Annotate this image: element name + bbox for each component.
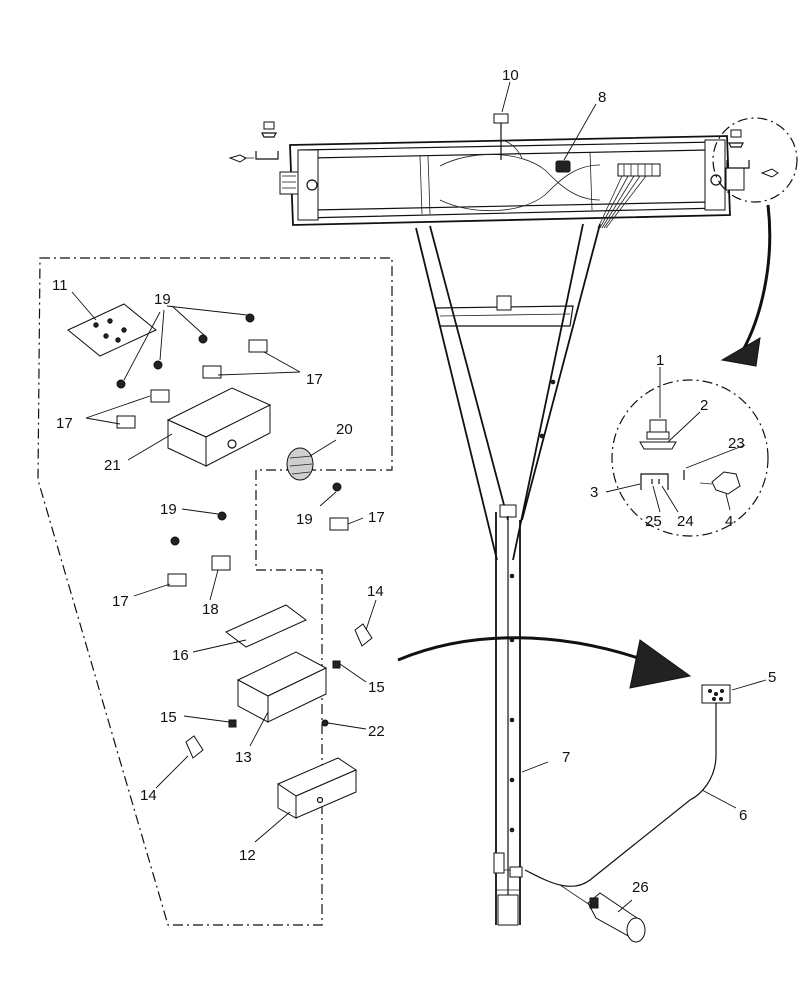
callout-16: 16 xyxy=(172,647,189,664)
callout-26: 26 xyxy=(632,879,649,896)
tongue-part-7 xyxy=(493,512,523,926)
leader-lines xyxy=(71,81,767,913)
callout-labels: 1 2 3 4 5 6 7 8 10 11 12 13 14 14 15 15 … xyxy=(52,67,776,896)
plate-part-16 xyxy=(225,604,307,648)
light-bar-frame xyxy=(279,135,745,226)
callout-14-left: 14 xyxy=(140,787,157,804)
wire-harness-part-6 xyxy=(524,703,717,887)
bracket-part-13 xyxy=(236,651,328,723)
right-end-detail xyxy=(712,117,798,203)
bracket-part-3 xyxy=(640,473,669,490)
callout-8: 8 xyxy=(598,89,606,106)
callout-4: 4 xyxy=(725,513,733,530)
clip-part-14 xyxy=(185,623,373,759)
terminal-strip xyxy=(597,163,661,229)
callout-17-left: 17 xyxy=(56,415,73,432)
gasket-part-2 xyxy=(639,441,677,450)
callout-10: 10 xyxy=(502,67,519,84)
a-frame-drawbar xyxy=(415,223,601,561)
lamp-base-part-1 xyxy=(646,419,670,440)
connector-part-8 xyxy=(555,160,571,173)
callout-13: 13 xyxy=(235,749,252,766)
callout-19-right: 19 xyxy=(296,511,313,528)
bracket-part-21 xyxy=(166,387,272,467)
lamp-part-20 xyxy=(286,447,314,481)
detail-circle xyxy=(611,379,769,537)
socket-part-18 xyxy=(211,555,231,571)
left-end-hardware xyxy=(228,121,279,163)
callout-15-left: 15 xyxy=(160,709,177,726)
junction-box-part-5 xyxy=(701,684,731,704)
bulb-part-4 xyxy=(699,471,741,495)
bracket-part-12 xyxy=(276,757,358,819)
callout-18: 18 xyxy=(202,601,219,618)
plug-part-26 xyxy=(559,884,646,943)
callout-20: 20 xyxy=(336,421,353,438)
callout-11: 11 xyxy=(52,277,68,294)
callout-21: 21 xyxy=(104,457,121,474)
callout-15-right: 15 xyxy=(368,679,385,696)
mount-part-10 xyxy=(493,113,523,160)
callout-24: 24 xyxy=(677,513,694,530)
callout-5: 5 xyxy=(768,669,776,686)
callout-23: 23 xyxy=(728,435,745,452)
callout-2: 2 xyxy=(700,397,708,414)
callout-19-middle: 19 xyxy=(160,501,177,518)
arrow-to-detail xyxy=(720,204,772,367)
callout-17-right: 17 xyxy=(368,509,385,526)
arrow-to-junction-box xyxy=(397,636,692,689)
socket-part-17 xyxy=(116,339,349,587)
callout-3: 3 xyxy=(590,484,598,501)
callout-17-lower: 17 xyxy=(112,593,129,610)
callout-25: 25 xyxy=(645,513,662,530)
callout-22: 22 xyxy=(368,723,385,740)
callout-17-upper-right: 17 xyxy=(306,371,323,388)
callout-6: 6 xyxy=(739,807,747,824)
callout-1: 1 xyxy=(656,352,664,369)
callout-14-right: 14 xyxy=(367,583,384,600)
bulb-part-19 xyxy=(116,313,342,546)
callout-19-top: 19 xyxy=(154,291,171,308)
callout-7: 7 xyxy=(562,749,570,766)
screw-part-22 xyxy=(321,719,329,727)
decal-part-11 xyxy=(67,303,157,357)
callout-12: 12 xyxy=(239,847,256,864)
exploded-view-boundary xyxy=(37,257,393,926)
